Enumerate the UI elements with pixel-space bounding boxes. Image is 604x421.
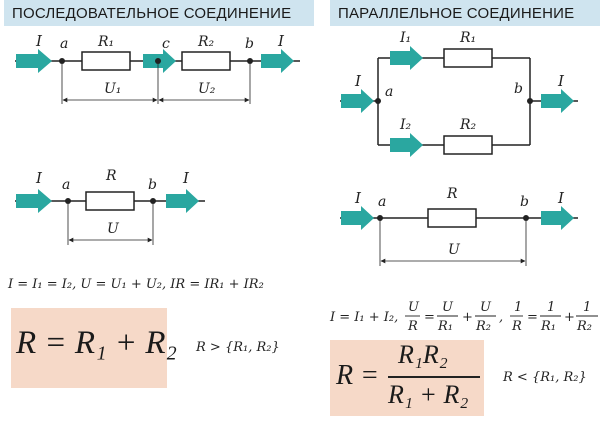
frac-den: R bbox=[407, 319, 418, 334]
label-node-c: c bbox=[162, 36, 170, 52]
series-formula-box bbox=[11, 308, 167, 388]
label-node-b: b bbox=[148, 177, 157, 193]
svg-text:=: = bbox=[527, 310, 538, 325]
parallel-equivalent-circuit: I a R b I U bbox=[340, 186, 578, 266]
resistor-r bbox=[85, 191, 135, 211]
frac-den: R₁ bbox=[540, 319, 556, 334]
resistor-r bbox=[427, 208, 477, 228]
parallel-circuit-two-resistors: I a b I I₁ R₁ I₂ R₂ bbox=[340, 30, 578, 157]
frac-den: R₂ bbox=[576, 319, 592, 334]
parallel-comparison: R < {R₁, R₂} bbox=[503, 370, 587, 385]
series-circuit-two-resistors: I a R₁ c R₂ b I U₁ U₂ bbox=[15, 32, 300, 104]
label-r1: R₁ bbox=[459, 30, 476, 46]
label-current: I bbox=[182, 169, 190, 187]
current-arrow-icon bbox=[16, 49, 52, 73]
parallel-fraction-bar bbox=[388, 376, 480, 378]
current-arrow-icon bbox=[541, 89, 574, 113]
series-equalities: I = I₁ = I₂, U = U₁ + U₂, IR = IR₁ + IR₂ bbox=[8, 277, 264, 292]
label-current: I bbox=[35, 32, 43, 50]
current-arrow-icon bbox=[166, 189, 199, 213]
label-i1: I₁ bbox=[399, 30, 411, 46]
current-arrow-icon bbox=[16, 189, 52, 213]
label-current: I bbox=[557, 189, 565, 207]
label-node-b: b bbox=[520, 194, 529, 210]
resistor-r2 bbox=[181, 51, 231, 71]
parallel-connection-header: ПАРАЛЛЕЛЬНОЕ СОЕДИНЕНИЕ bbox=[330, 0, 600, 26]
label-u2: U₂ bbox=[198, 81, 216, 97]
parallel-formula-numerator: R₁R₂ bbox=[398, 340, 448, 369]
node-b bbox=[523, 215, 529, 221]
frac-num: U bbox=[442, 300, 454, 315]
label-current: I bbox=[354, 72, 362, 90]
label-node-b: b bbox=[245, 36, 254, 52]
svg-text:=: = bbox=[424, 310, 435, 325]
label-r: R bbox=[446, 186, 458, 202]
frac-den: R₁ bbox=[437, 319, 453, 334]
label-i2: I₂ bbox=[399, 117, 412, 133]
frac-den: R₂ bbox=[475, 319, 491, 334]
label-current: I bbox=[354, 189, 362, 207]
label-u: U bbox=[448, 242, 461, 258]
node-c bbox=[155, 58, 161, 64]
frac-num: U bbox=[480, 300, 492, 315]
label-current: I bbox=[557, 72, 565, 90]
current-arrow-icon bbox=[390, 133, 423, 157]
node-a bbox=[375, 98, 381, 104]
label-r2: R₂ bbox=[197, 34, 215, 50]
label-node-a: a bbox=[60, 36, 68, 52]
series-header-text: ПОСЛЕДОВАТЕЛЬНОЕ СОЕДИНЕНИЕ bbox=[12, 4, 292, 22]
parallel-formula-lhs: R = bbox=[336, 360, 379, 391]
current-arrow-icon bbox=[261, 49, 294, 73]
node-b bbox=[150, 198, 156, 204]
series-comparison: R > {R₁, R₂} bbox=[196, 340, 280, 355]
node-b bbox=[527, 98, 533, 104]
label-r2: R₂ bbox=[459, 117, 477, 133]
current-arrow-icon bbox=[390, 46, 423, 70]
resistor-r1 bbox=[81, 51, 131, 71]
current-arrow-icon bbox=[341, 89, 374, 113]
resistor-r1 bbox=[443, 48, 493, 68]
frac-num: 1 bbox=[514, 300, 522, 315]
parallel-equalities: I = I₁ + I₂, U R = U R₁ + U R₂ , 1 R = 1… bbox=[329, 300, 598, 334]
series-equivalent-circuit: I a R b I U bbox=[15, 168, 205, 245]
resistor-r2 bbox=[443, 135, 493, 155]
label-r1: R₁ bbox=[97, 34, 114, 50]
node-a bbox=[59, 58, 65, 64]
frac-num: 1 bbox=[583, 300, 591, 315]
parallel-formula-box bbox=[330, 340, 484, 416]
parallel-current-sum: I = I₁ + I₂, bbox=[329, 310, 398, 325]
parallel-formula-denominator: R₁ + R₂ bbox=[388, 380, 469, 409]
current-arrow-icon bbox=[341, 206, 374, 230]
svg-text:+: + bbox=[564, 310, 575, 325]
node-b bbox=[247, 58, 253, 64]
frac-num: 1 bbox=[547, 300, 555, 315]
series-connection-header: ПОСЛЕДОВАТЕЛЬНОЕ СОЕДИНЕНИЕ bbox=[4, 0, 314, 26]
frac-num: U bbox=[408, 300, 420, 315]
label-u1: U₁ bbox=[104, 81, 121, 97]
current-arrow-icon bbox=[541, 206, 574, 230]
frac-den: R bbox=[511, 319, 522, 334]
label-u: U bbox=[107, 221, 120, 237]
series-resistance-formula: R = R₁ + R₂ bbox=[16, 325, 177, 361]
label-node-b: b bbox=[514, 81, 523, 97]
label-node-a: a bbox=[62, 177, 70, 193]
label-current: I bbox=[277, 32, 285, 50]
node-a bbox=[377, 215, 383, 221]
svg-text:,: , bbox=[499, 310, 503, 325]
svg-text:+: + bbox=[462, 310, 473, 325]
label-node-a: a bbox=[385, 84, 393, 100]
label-node-a: a bbox=[378, 194, 386, 210]
label-current: I bbox=[35, 169, 43, 187]
parallel-header-text: ПАРАЛЛЕЛЬНОЕ СОЕДИНЕНИЕ bbox=[338, 4, 575, 22]
node-a bbox=[65, 198, 71, 204]
label-r: R bbox=[105, 168, 117, 184]
